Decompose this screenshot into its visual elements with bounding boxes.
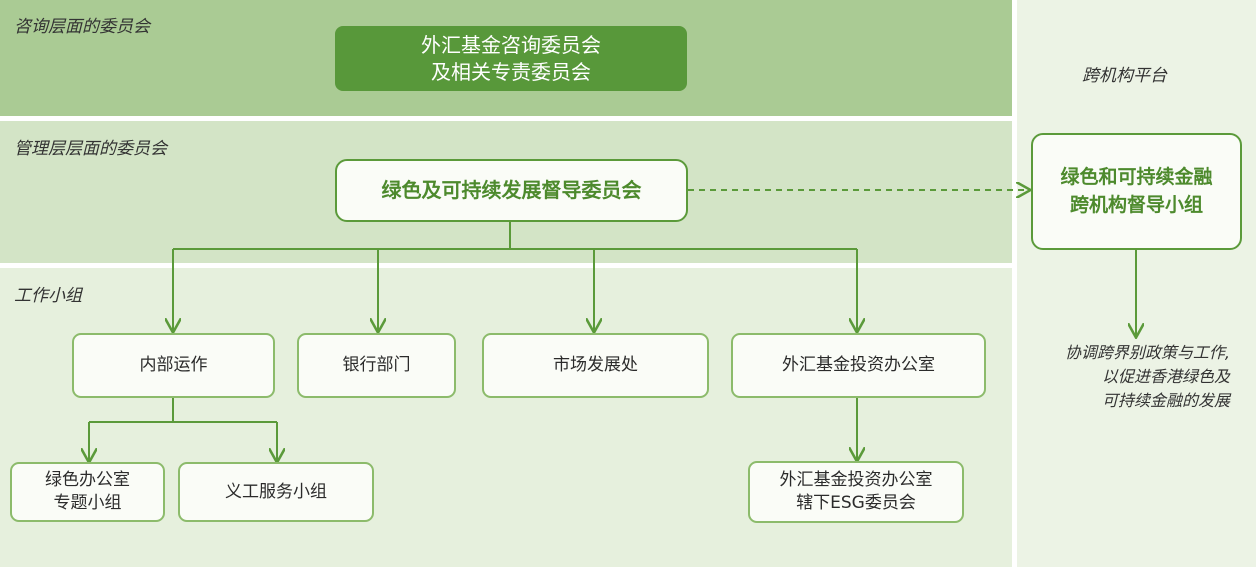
advisory-section-label: 咨询层面的委员会 — [14, 17, 150, 37]
cross-agency-section-label: 跨机构平台 — [1082, 66, 1167, 86]
advisory-committee-box: 外汇基金咨询委员会 及相关专责委员会 — [335, 26, 687, 91]
green-office-group-box: 绿色办公室 专题小组 — [10, 462, 165, 522]
cross-agency-note: 协调跨界别政策与工作, 以促进香港绿色及 可持续金融的发展 — [1064, 343, 1230, 410]
management-section-label: 管理层层面的委员会 — [14, 139, 167, 159]
working-groups-section-label: 工作小组 — [14, 286, 82, 306]
esg-committee-box: 外汇基金投资办公室 辖下ESG委员会 — [748, 461, 964, 523]
banking-dept-box: 银行部门 — [297, 333, 456, 398]
market-dev-box: 市场发展处 — [482, 333, 709, 398]
cross-agency-group-box: 绿色和可持续金融 跨机构督导小组 — [1031, 133, 1242, 250]
internal-operations-box: 内部运作 — [72, 333, 275, 398]
exchange-fund-office-box: 外汇基金投资办公室 — [731, 333, 986, 398]
steering-committee-box: 绿色及可持续发展督导委员会 — [335, 159, 688, 222]
volunteer-group-box: 义工服务小组 — [178, 462, 374, 522]
